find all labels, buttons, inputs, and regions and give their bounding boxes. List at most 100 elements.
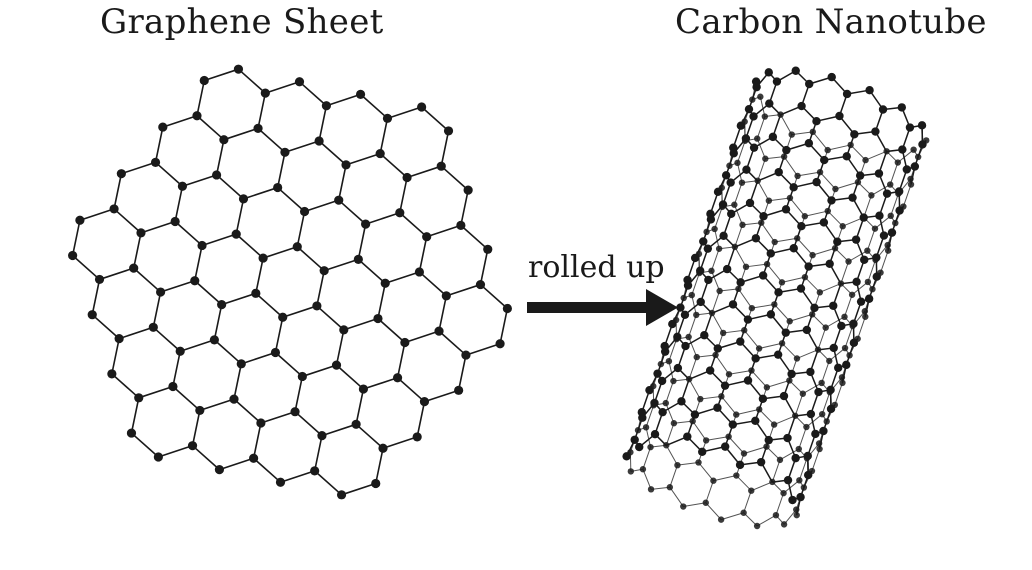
carbon-bond: [201, 233, 237, 247]
carbon-bond: [335, 329, 345, 366]
carbon-atom: [297, 371, 307, 382]
carbon-bond: [296, 211, 306, 247]
carbon-bond: [821, 391, 831, 415]
carbon-atom: [826, 385, 835, 395]
carbon-atom: [751, 416, 760, 426]
carbon-atom: [475, 279, 486, 290]
carbon-atom: [780, 489, 787, 497]
carbon-bond: [827, 210, 844, 227]
carbon-atom: [292, 242, 302, 252]
carbon-bond: [758, 409, 775, 425]
carbon-bond: [705, 502, 722, 520]
carbon-bond: [669, 486, 684, 507]
carbon-atom: [414, 267, 425, 277]
carbon-atom: [776, 456, 784, 464]
carbon-atom: [826, 404, 836, 414]
carbon-atom: [722, 264, 732, 274]
carbon-atom: [864, 294, 874, 303]
carbon-bond: [318, 105, 328, 142]
carbon-atom: [806, 367, 815, 377]
carbon-bond: [377, 283, 387, 319]
carbon-atom: [875, 211, 884, 220]
carbon-atom: [872, 253, 881, 262]
carbon-atom: [749, 112, 758, 121]
carbon-bond: [421, 106, 450, 132]
carbon-atom: [824, 146, 831, 154]
carbon-bond: [737, 140, 746, 163]
carbon-bond: [773, 415, 796, 426]
carbon-bond: [262, 245, 298, 259]
carbon-bond: [728, 436, 745, 454]
carbon-bond: [384, 271, 420, 285]
carbon-atom: [788, 131, 795, 138]
carbon-atom: [209, 335, 219, 345]
carbon-bond: [396, 342, 406, 378]
carbon-atom: [373, 313, 383, 324]
carbon-atom: [749, 143, 759, 152]
carbon-atom: [837, 321, 846, 331]
carbon-atom: [849, 319, 858, 328]
carbon-atom: [783, 475, 793, 485]
carbon-atom: [794, 172, 801, 180]
carbon-bond: [880, 250, 889, 273]
carbon-bond: [343, 317, 379, 331]
carbon-bond: [280, 470, 315, 483]
carbon-atom: [783, 433, 792, 443]
carbon-bond: [152, 291, 162, 328]
carbon-bond: [345, 152, 381, 166]
carbon-bond: [72, 254, 101, 281]
carbon-atom: [677, 397, 686, 406]
carbon-atom: [236, 359, 246, 369]
carbon-atom: [810, 303, 819, 313]
carbon-atom: [779, 391, 789, 401]
carbon-bond: [314, 470, 343, 496]
carbon-atom: [673, 332, 682, 342]
carbon-atom: [673, 363, 683, 373]
carbon-atom: [856, 297, 866, 306]
carbon-bond: [113, 173, 123, 210]
carbon-atom: [375, 148, 385, 159]
carbon-bond: [711, 248, 720, 272]
carbon-bond: [91, 279, 101, 315]
carbon-atom: [129, 263, 139, 273]
carbon-bond: [298, 81, 327, 107]
carbon-atom: [680, 503, 687, 510]
carbon-bond: [194, 280, 223, 306]
carbon-bond: [355, 388, 365, 425]
carbon-atom: [314, 136, 324, 146]
carbon-atom: [334, 195, 344, 205]
carbon-atom: [887, 228, 897, 237]
carbon-atom: [336, 490, 347, 500]
carbon-bond: [302, 364, 337, 378]
carbon-bond: [418, 236, 428, 273]
carbon-atom: [199, 75, 209, 86]
carbon-atom: [751, 234, 761, 243]
carbon-bond: [387, 106, 422, 120]
carbon-atom: [816, 289, 824, 296]
carbon-atom: [829, 301, 838, 310]
carbon-atom: [803, 451, 812, 461]
carbon-bond: [734, 224, 743, 248]
carbon-bond: [798, 458, 808, 481]
carbon-atom: [748, 487, 755, 494]
carbon-bond: [828, 347, 846, 362]
carbon-atom: [752, 82, 761, 92]
carbon-bond: [834, 382, 843, 406]
carbon-atom: [635, 442, 644, 452]
carbon-bond: [688, 314, 697, 338]
carbon-atom: [270, 347, 281, 358]
carbon-atom: [871, 127, 880, 136]
carbon-atom: [721, 171, 731, 180]
carbon-atom: [700, 331, 709, 340]
carbon-atom: [319, 266, 329, 276]
carbon-atom: [894, 159, 902, 166]
carbon-bond: [265, 81, 300, 94]
carbon-atom: [754, 135, 761, 142]
carbon-bond: [804, 276, 821, 293]
carbon-atom: [650, 429, 660, 439]
carbon-atom: [685, 333, 692, 341]
carbon-atom: [676, 303, 685, 312]
carbon-atom: [862, 156, 869, 164]
carbon-atom: [134, 393, 144, 403]
carbon-bond: [745, 263, 768, 268]
